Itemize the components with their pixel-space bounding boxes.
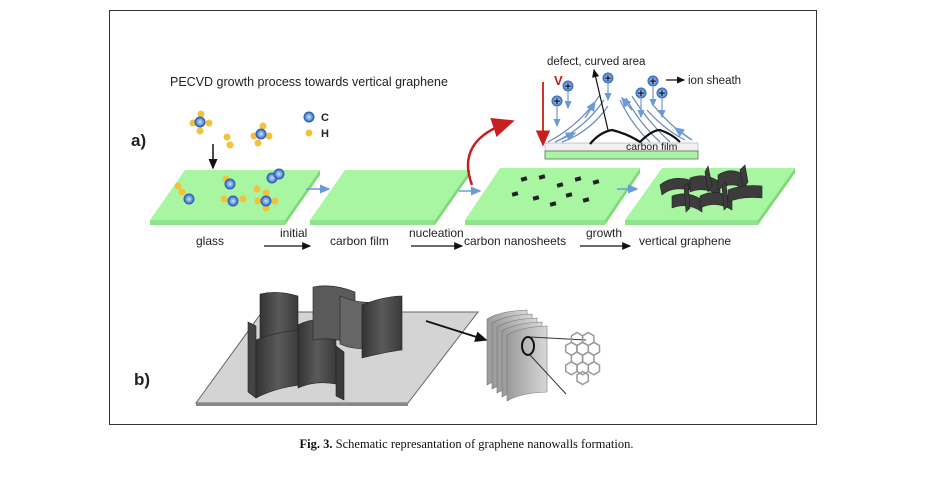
stage-label-carbon-film: carbon film — [330, 234, 389, 248]
ion-icon: + — [656, 87, 668, 119]
stage-label-vertical-graphene: vertical graphene — [639, 234, 731, 248]
vertical-graphene-substrate — [625, 164, 795, 225]
figure-title: PECVD growth process towards vertical gr… — [170, 75, 448, 89]
methane-molecule-icon — [189, 110, 213, 135]
svg-text:+: + — [554, 96, 560, 108]
voltage-label: V — [554, 73, 563, 88]
transition-label-initial: initial — [280, 226, 307, 240]
hexagon-cell — [587, 360, 601, 376]
transition-label-growth: growth — [586, 226, 622, 240]
zoom-in-arrow-icon — [466, 117, 515, 186]
ion-icon: + — [635, 87, 647, 119]
hexagon-cell — [564, 360, 578, 376]
hexagon-cell — [576, 370, 590, 386]
carbon-film-defect-curve — [589, 128, 681, 145]
caption-prefix: Fig. 3. — [299, 437, 333, 451]
hexagon-cell — [576, 360, 590, 376]
gas-molecules — [189, 110, 273, 170]
svg-text:+: + — [565, 81, 571, 93]
svg-text:+: + — [638, 88, 644, 100]
glass-substrate — [150, 168, 320, 225]
ion-icon: + — [647, 75, 659, 108]
carbon-film-substrate — [310, 170, 470, 225]
panel-a-label: a) — [131, 131, 146, 150]
stage-label-glass: glass — [196, 234, 224, 248]
magnifier-circle-icon — [521, 336, 535, 356]
caption-text: Schematic represantation of graphene nan… — [332, 437, 634, 451]
hexagonal-lattice-icon — [564, 331, 601, 386]
defect-pointer-icon — [592, 68, 609, 131]
ion-icon: + — [562, 80, 574, 110]
figure-caption: Fig. 3. Schematic represantation of grap… — [0, 437, 933, 452]
legend-carbon-icon — [303, 111, 315, 123]
panel-b-label: b) — [134, 370, 150, 389]
svg-text:+: + — [650, 76, 656, 88]
ion-icon: + — [551, 95, 563, 128]
legend-carbon-label: C — [321, 112, 329, 124]
methane-molecule-icon — [250, 122, 273, 147]
magnify-arrow-icon — [425, 320, 488, 342]
graphene-walls-icon — [659, 164, 763, 213]
legend-hydrogen-label: H — [321, 128, 329, 140]
inset-carbon-film-label: carbon film — [626, 141, 678, 153]
hydrogen-molecule-icon — [223, 133, 234, 149]
ions: + + + + + + — [551, 72, 668, 128]
transition-label-nucleation: nucleation — [409, 226, 464, 240]
svg-text:+: + — [659, 88, 665, 100]
ion-icon: + — [602, 72, 614, 102]
nanowalls-3d-model — [195, 285, 488, 406]
svg-text:+: + — [605, 73, 611, 85]
ion-sheath-inset: defect, curved area carbon film V + — [535, 56, 741, 160]
stage-flow-arrows — [306, 184, 639, 196]
stage-label-carbon-nanosheets: carbon nanosheets — [464, 234, 566, 248]
legend: C H — [303, 111, 329, 140]
carbon-nanosheets-substrate — [465, 168, 640, 225]
defect-label: defect, curved area — [547, 56, 646, 68]
legend-hydrogen-icon — [305, 129, 313, 137]
inset-substrate — [544, 150, 699, 160]
ion-sheath-label: ion sheath — [688, 75, 741, 87]
graphene-sheets-stack-icon — [486, 309, 587, 402]
